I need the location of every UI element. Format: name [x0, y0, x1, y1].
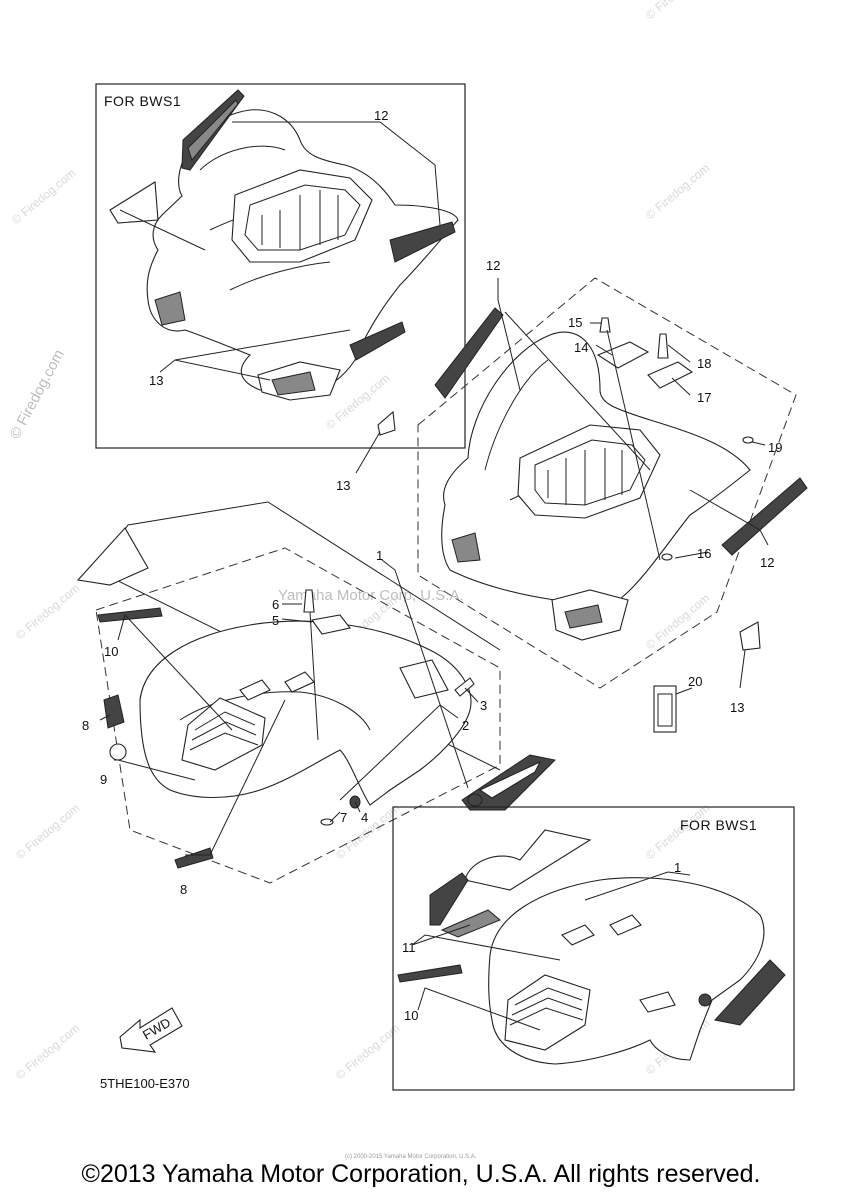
- watermark-text: © Firedog.com: [9, 166, 78, 227]
- screw-3: [454, 677, 475, 697]
- callout-16: 16: [697, 546, 711, 561]
- callout-1: 1: [674, 860, 681, 875]
- inset-rear-fender-bws1: FOR BWS1 12 13: [95, 83, 466, 449]
- watermark-text: © Firedog.com: [333, 1021, 402, 1082]
- rear-storage-box: [517, 424, 661, 519]
- callout-12: 12: [374, 108, 388, 123]
- nut-7: [320, 818, 334, 826]
- callout-12: 12: [760, 555, 774, 570]
- callout-3: 3: [480, 698, 487, 713]
- decal-17: [647, 361, 694, 389]
- decal-13: [349, 321, 406, 361]
- side-cover-decal: [714, 959, 786, 1026]
- rear-storage-box: [231, 169, 373, 263]
- callout-6: 6: [272, 597, 279, 612]
- bolt-18: [657, 333, 669, 359]
- decal-8: [103, 694, 125, 729]
- callout-7: 7: [340, 810, 347, 825]
- bolt-15: [599, 317, 611, 333]
- callout-17: 17: [697, 390, 711, 405]
- callout-13: 13: [730, 700, 744, 715]
- watermark-text: © Firedog.com: [643, 591, 712, 652]
- callout-13: 13: [149, 373, 163, 388]
- rear-fender-assembly: 12 15 14 18 17 19 13 16 12 13 20: [336, 258, 808, 733]
- callout-9: 9: [100, 772, 107, 787]
- callout-5: 5: [272, 613, 279, 628]
- watermark-text: © Firedog.com: [13, 581, 82, 642]
- callout-19: 19: [768, 440, 782, 455]
- nut-16: [661, 553, 673, 561]
- inset-header: FOR BWS1: [680, 817, 757, 833]
- watermark-sidebar-text: © Firedog.com: [7, 347, 68, 442]
- callout-18: 18: [697, 356, 711, 371]
- decal-14: [596, 341, 650, 369]
- caution-label-20: [653, 685, 677, 733]
- callout-15: 15: [568, 315, 582, 330]
- nut-19: [742, 436, 754, 444]
- callout-10: 10: [404, 1008, 418, 1023]
- decal-13: [739, 621, 761, 651]
- inset-front-fender-bws1: FOR BWS1 1 11 10: [392, 806, 795, 1091]
- decal-large-left: [76, 527, 149, 586]
- fender-nose-vent: [504, 974, 591, 1051]
- watermark-text: © Firedog.com: [13, 801, 82, 862]
- decal-10: [397, 964, 463, 983]
- watermark-text: © Firedog.com: [13, 1021, 82, 1082]
- decal-5: [311, 614, 351, 635]
- callout-8: 8: [180, 882, 187, 897]
- callout-2: 2: [462, 718, 469, 733]
- fine-print: (c) 2000-2015 Yamaha Motor Corporation, …: [345, 1154, 477, 1160]
- callout-8: 8: [82, 718, 89, 733]
- diagram-code: 5THE100-E370: [100, 1076, 190, 1091]
- decal-11: [429, 872, 469, 926]
- callout-11: 11: [402, 940, 416, 955]
- decal-10: [97, 607, 163, 623]
- inset-header: FOR BWS1: [104, 93, 181, 109]
- watermark-text: © Firedog.com: [643, 0, 712, 22]
- decal-13: [377, 410, 396, 436]
- decal-13: [109, 181, 159, 224]
- decal-2: [399, 659, 449, 699]
- callout-4: 4: [361, 810, 368, 825]
- fwd-arrow: FWD: [119, 1007, 183, 1053]
- parts-diagram: © Firedog.com © Firedog.com © Firedog.co…: [7, 0, 808, 1160]
- decal-large-left: [464, 829, 592, 891]
- callout-10: 10: [104, 644, 118, 659]
- callout-20: 20: [688, 674, 702, 689]
- watermark-text: © Firedog.com: [643, 161, 712, 222]
- decal-12: [434, 307, 504, 399]
- copyright-footer: ©2013 Yamaha Motor Corporation, U.S.A. A…: [81, 1160, 761, 1188]
- callout-12: 12: [486, 258, 500, 273]
- decal-8: [174, 847, 214, 869]
- reflector-9: [109, 743, 127, 761]
- callout-14: 14: [574, 340, 588, 355]
- decal-12: [389, 221, 456, 263]
- screw-6: [303, 589, 315, 613]
- decal-12: [721, 477, 808, 556]
- callout-13: 13: [336, 478, 350, 493]
- front-fender-assembly: 1 6 5 10 3 2 8 9 7 4 8: [76, 501, 557, 897]
- callout-1: 1: [376, 548, 383, 563]
